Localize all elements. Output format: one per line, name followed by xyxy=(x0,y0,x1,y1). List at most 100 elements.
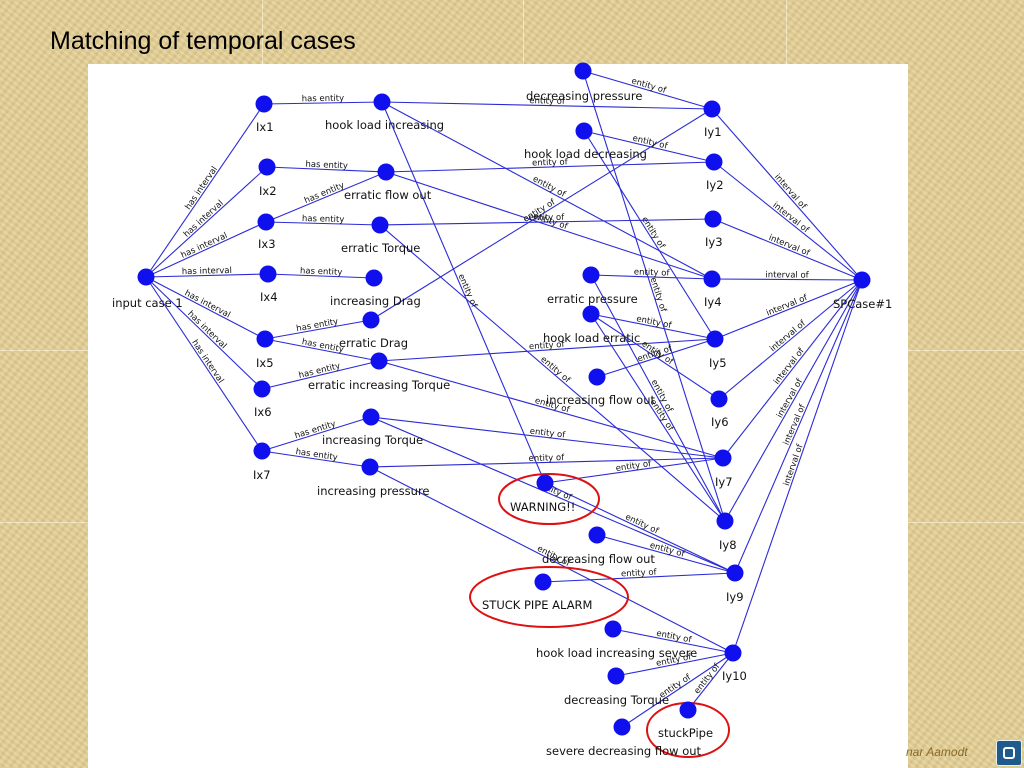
highlight-ring xyxy=(498,473,600,525)
node-hook-load-increasing-severe[interactable] xyxy=(604,620,622,638)
edge-label: entity of xyxy=(615,459,653,474)
node-decreasing-torque[interactable] xyxy=(607,667,625,685)
edge-line xyxy=(261,450,371,468)
node-increasing-pressure[interactable] xyxy=(361,458,379,476)
node-label: erratic pressure xyxy=(547,292,638,306)
edge-label: entity of xyxy=(528,453,565,464)
node-Iy9[interactable] xyxy=(726,564,744,582)
node-label: Ix2 xyxy=(259,184,277,198)
node-label: Ix5 xyxy=(256,356,274,370)
node-label: increasing Torque xyxy=(322,433,423,447)
node-Iy8[interactable] xyxy=(716,512,734,530)
node-label: erratic Torque xyxy=(341,241,420,255)
node-increasing-flow-out[interactable] xyxy=(588,368,606,386)
node-erratic-torque[interactable] xyxy=(371,216,389,234)
node-Ix7[interactable] xyxy=(253,442,271,460)
edge-label: has entity xyxy=(303,181,346,207)
node-erratic-flow-out[interactable] xyxy=(377,163,395,181)
node-label: erratic flow out xyxy=(344,188,432,202)
edge-line xyxy=(145,276,263,452)
edge-label: entity of xyxy=(692,661,723,696)
edge-line xyxy=(379,218,714,226)
node-Ix3[interactable] xyxy=(257,213,275,231)
edge-line xyxy=(724,279,863,522)
node-label: increasing pressure xyxy=(317,484,430,498)
edge-line xyxy=(615,652,734,677)
edge-line xyxy=(687,652,734,711)
node-increasing-drag[interactable] xyxy=(365,269,383,287)
node-Iy6[interactable] xyxy=(710,390,728,408)
node-hook-load-erratic[interactable] xyxy=(582,305,600,323)
node-Iy1[interactable] xyxy=(703,100,721,118)
slide-title: Matching of temporal cases xyxy=(50,27,356,55)
edge-line xyxy=(582,70,713,110)
node-label: Iy5 xyxy=(709,356,727,370)
node-Iy10[interactable] xyxy=(724,644,742,662)
node-Iy7[interactable] xyxy=(714,449,732,467)
edge-line xyxy=(261,360,380,390)
node-label: input case 1 xyxy=(112,296,183,310)
node-Ix6[interactable] xyxy=(253,380,271,398)
node-Ix5[interactable] xyxy=(256,330,274,348)
node-increasing-torque[interactable] xyxy=(362,408,380,426)
node-label: decreasing Torque xyxy=(564,693,669,707)
edge-line xyxy=(590,313,726,522)
node-label: STUCK PIPE ALARM xyxy=(482,598,592,612)
node-warning[interactable] xyxy=(536,474,554,492)
node-label: stuckPipe xyxy=(658,726,713,740)
edge-line xyxy=(711,108,863,281)
highlight-ring xyxy=(469,566,629,628)
node-label: decreasing pressure xyxy=(526,89,642,103)
node-label: increasing Drag xyxy=(330,294,421,308)
node-Ix1[interactable] xyxy=(255,95,273,113)
edge-line xyxy=(378,338,716,362)
node-spcase1[interactable] xyxy=(853,271,871,289)
edge-line xyxy=(621,652,734,728)
node-Iy3[interactable] xyxy=(704,210,722,228)
node-label: Iy8 xyxy=(719,538,737,552)
node-decreasing-flow-out[interactable] xyxy=(588,526,606,544)
node-Iy4[interactable] xyxy=(703,270,721,288)
edge-line xyxy=(596,338,716,378)
node-label: erratic Drag xyxy=(339,336,408,350)
edge-line xyxy=(370,108,713,321)
edge-label: entity of xyxy=(456,273,480,311)
edge-line xyxy=(145,103,265,278)
edge-line xyxy=(612,628,734,654)
node-Iy2[interactable] xyxy=(705,153,723,171)
node-erratic-increasing-torque[interactable] xyxy=(370,352,388,370)
edge-line xyxy=(266,166,387,173)
node-stuck-pipe-alarm[interactable] xyxy=(534,573,552,591)
edge-label: entity of xyxy=(531,174,568,200)
node-Ix2[interactable] xyxy=(258,158,276,176)
edge-line xyxy=(385,171,713,280)
node-erratic-drag[interactable] xyxy=(362,311,380,329)
edge-label: entity of xyxy=(529,96,566,107)
node-severe-decreasing-flow-out[interactable] xyxy=(613,718,631,736)
author-credit: nar Aamodt xyxy=(906,745,968,759)
node-Iy5[interactable] xyxy=(706,330,724,348)
node-Ix4[interactable] xyxy=(259,265,277,283)
edge-line xyxy=(381,101,713,110)
node-label: hook load increasing xyxy=(325,118,444,132)
node-erratic-pressure[interactable] xyxy=(582,266,600,284)
node-hook-load-decreasing[interactable] xyxy=(575,122,593,140)
rounded-square-icon[interactable] xyxy=(996,740,1022,766)
nodes-layer xyxy=(137,62,871,736)
edge-label: has entity xyxy=(296,317,340,334)
edge-line xyxy=(713,161,863,281)
edge-line xyxy=(596,534,736,574)
node-decreasing-pressure[interactable] xyxy=(574,62,592,80)
edge-label: entity of xyxy=(529,213,566,224)
node-hook-load-increasing[interactable] xyxy=(373,93,391,111)
edge-line xyxy=(264,338,380,362)
node-stuckpipe[interactable] xyxy=(679,701,697,719)
edge-line xyxy=(732,279,863,654)
node-label: erratic increasing Torque xyxy=(308,378,450,392)
node-label: SPCase#1 xyxy=(833,297,892,311)
node-label: hook load increasing severe xyxy=(536,646,697,660)
node-input-case-1[interactable] xyxy=(137,268,155,286)
edge-line xyxy=(145,221,267,278)
edge-line xyxy=(145,276,263,390)
